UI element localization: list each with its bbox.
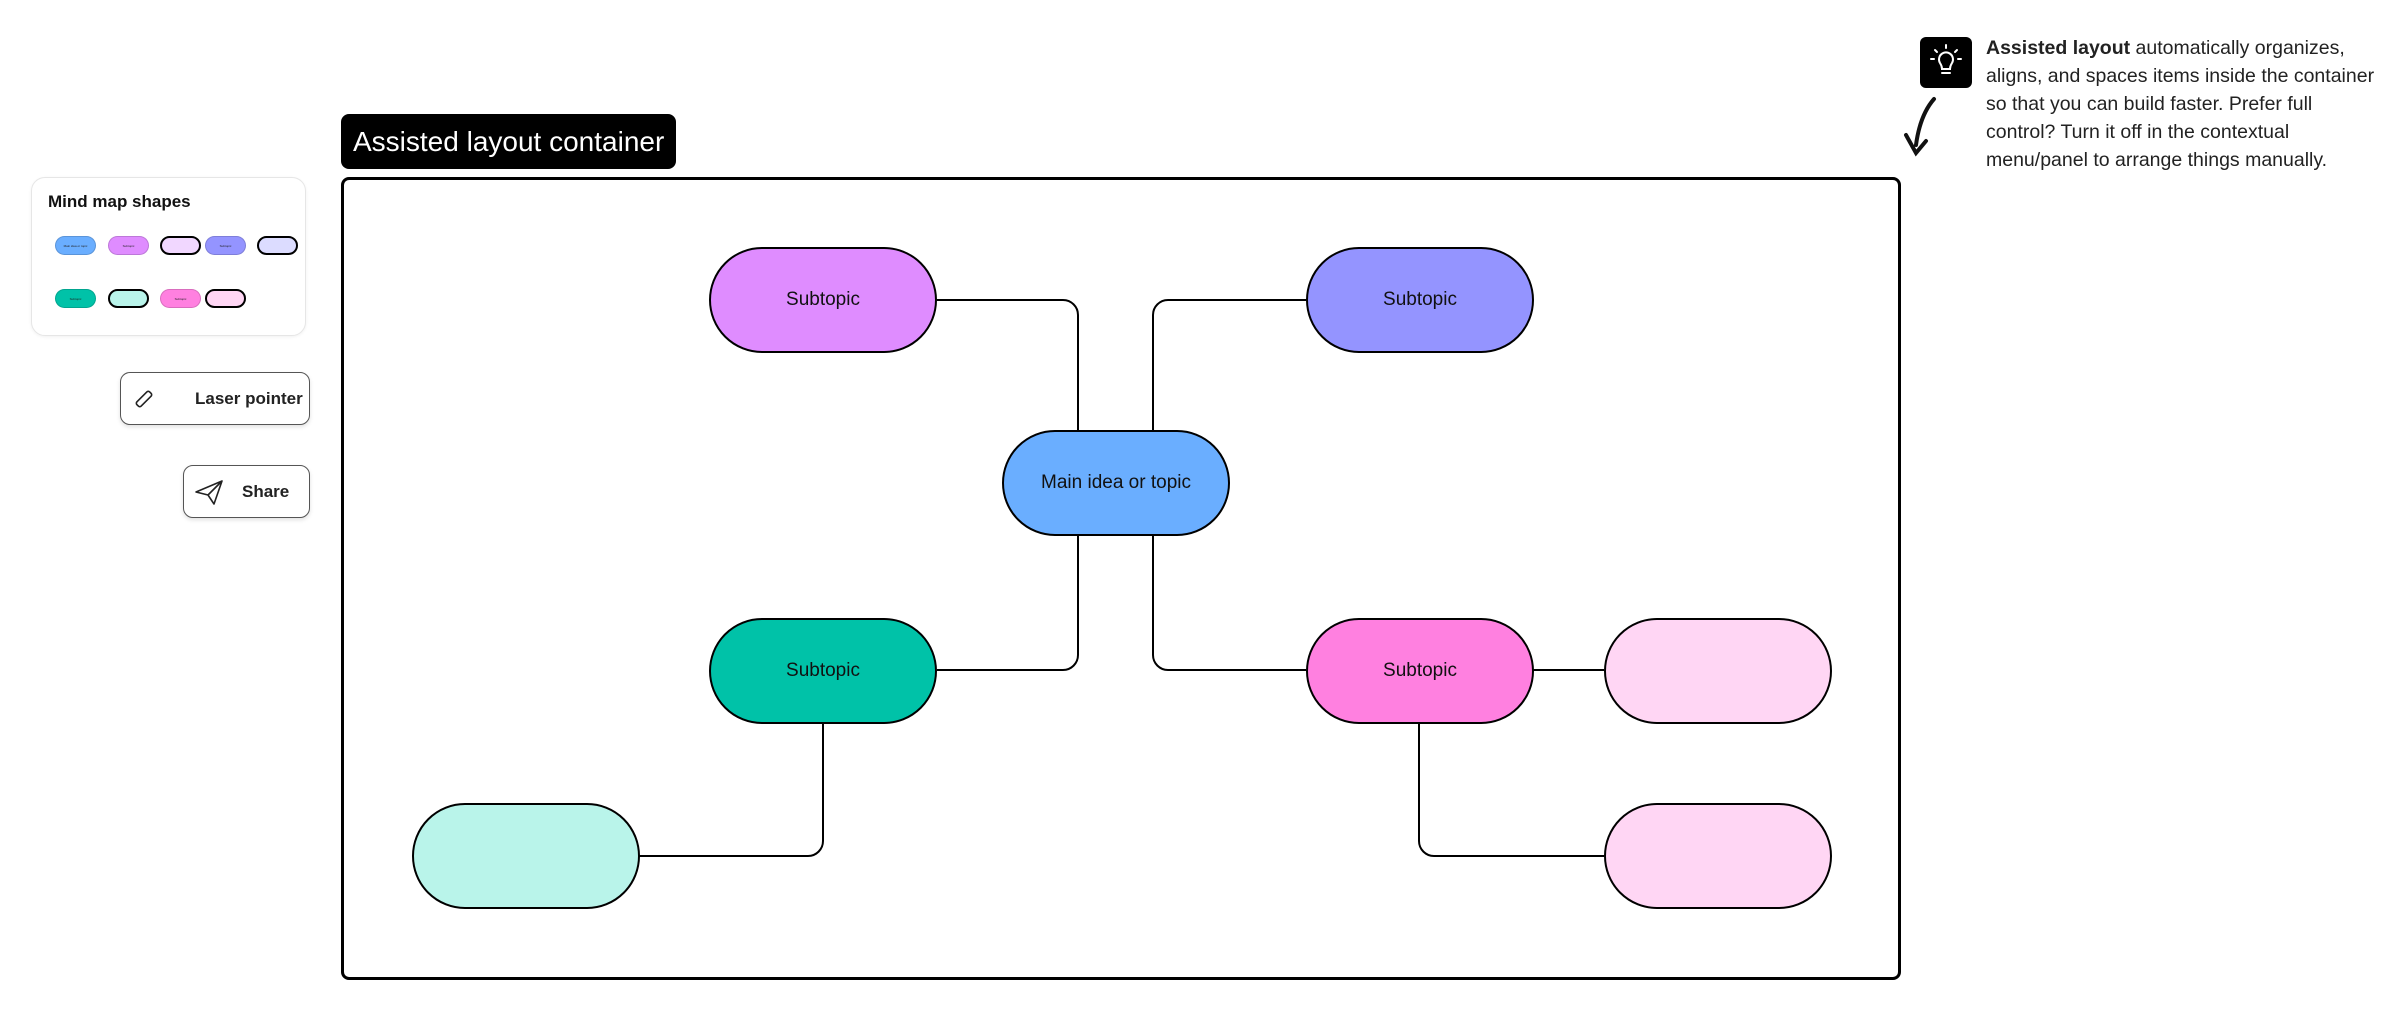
shape-chip[interactable]: Main idea or topic: [55, 236, 96, 255]
shape-chip[interactable]: Subtopic: [108, 236, 149, 255]
empty-node[interactable]: [412, 803, 640, 909]
subtopic-node[interactable]: Subtopic: [1306, 247, 1534, 353]
assisted-layout-container[interactable]: [341, 177, 1901, 980]
connector: [1152, 299, 1306, 430]
shape-chip[interactable]: [108, 289, 149, 308]
subtopic-node[interactable]: Subtopic: [709, 618, 937, 724]
main-topic-node[interactable]: Main idea or topic: [1002, 430, 1230, 536]
shape-chip[interactable]: [205, 289, 246, 308]
tip-text: Assisted layout automatically organizes,…: [1986, 34, 2376, 174]
share-label: Share: [242, 481, 290, 501]
lightbulb-icon: [1920, 37, 1972, 88]
container-label: Assisted layout container: [341, 114, 677, 169]
panel-title: Mind map shapes: [48, 192, 191, 211]
connector: [638, 723, 824, 857]
connector: [937, 299, 1079, 430]
share-button[interactable]: Share: [183, 465, 310, 518]
arrow-icon: [1904, 97, 1936, 157]
send-icon: [195, 479, 223, 505]
connector: [1418, 723, 1604, 857]
shape-chip[interactable]: Subtopic: [205, 236, 246, 255]
shape-chip[interactable]: Subtopic: [55, 289, 96, 308]
laser-pointer-button[interactable]: Laser pointer: [120, 372, 310, 425]
tip-bold: Assisted layout: [1986, 37, 2131, 59]
empty-node[interactable]: [1604, 803, 1832, 909]
subtopic-node[interactable]: Subtopic: [1306, 618, 1534, 724]
laser-pointer-label: Laser pointer: [195, 388, 303, 408]
shape-chip[interactable]: [257, 236, 298, 255]
tip-body: automatically organizes, aligns, and spa…: [1986, 37, 2375, 171]
shape-chip[interactable]: [160, 236, 201, 255]
empty-node[interactable]: [1604, 618, 1832, 724]
subtopic-node[interactable]: Subtopic: [709, 247, 937, 353]
shape-chip[interactable]: Subtopic: [160, 289, 201, 308]
laser-pointer-icon: [135, 390, 153, 407]
connector: [937, 535, 1079, 671]
connector: [1152, 535, 1306, 671]
